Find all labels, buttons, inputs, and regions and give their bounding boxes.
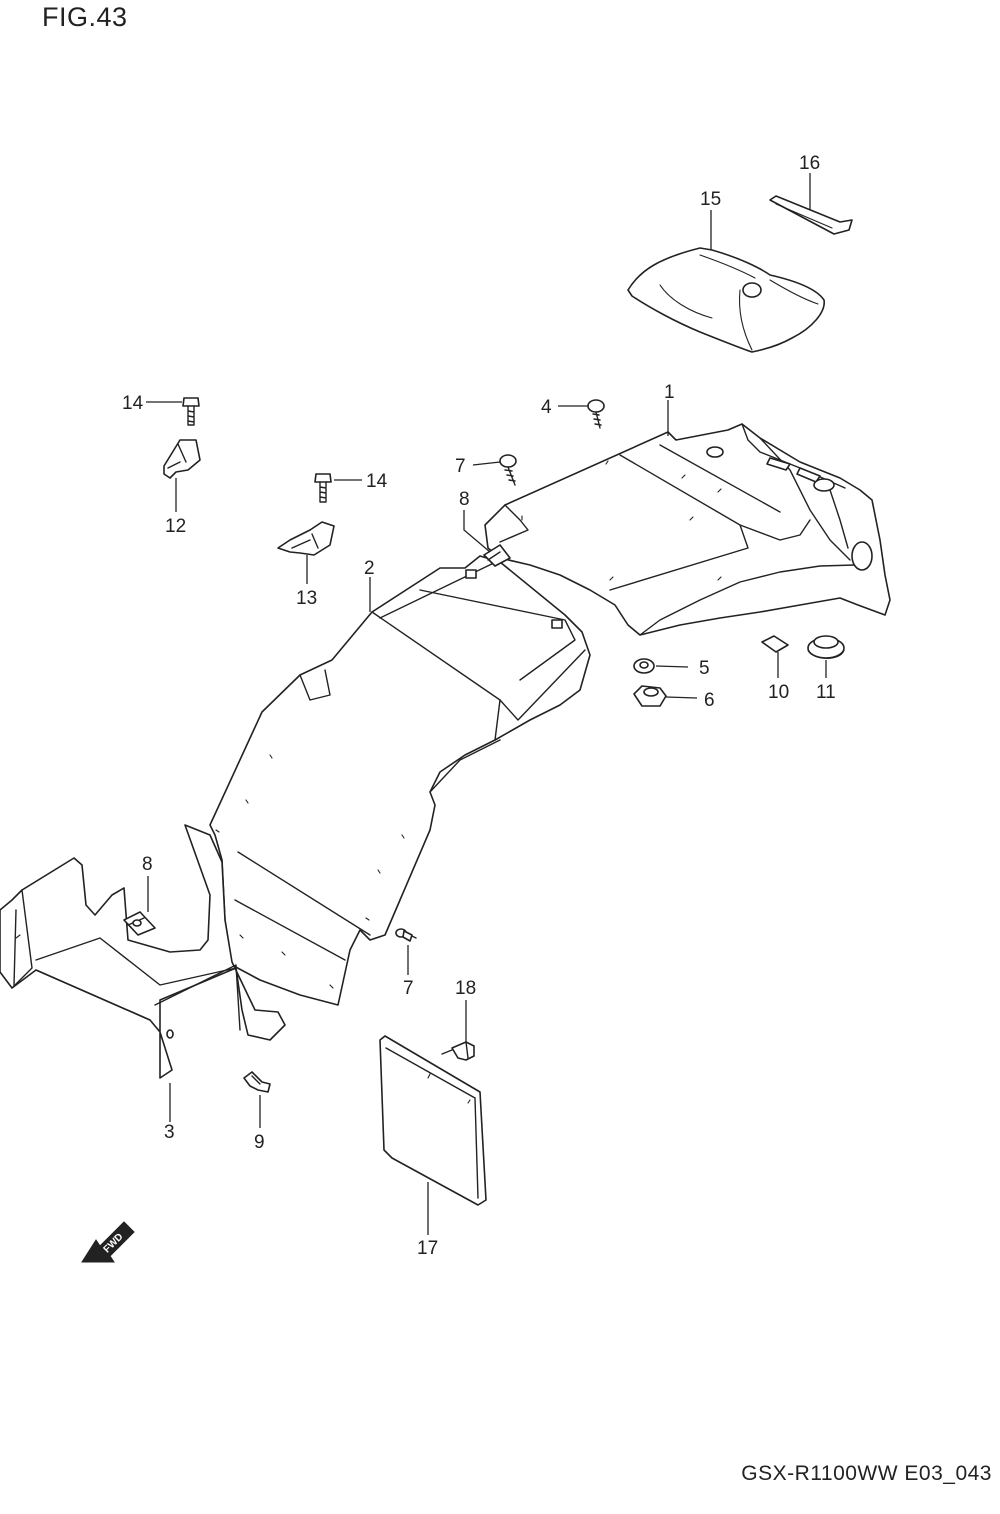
- part-9-bolt[interactable]: [243, 1071, 271, 1093]
- forward-direction-arrow-icon: FWD: [81, 1221, 135, 1263]
- callout-8-upper[interactable]: 8: [459, 489, 470, 510]
- callout-17[interactable]: 17: [417, 1238, 438, 1259]
- part-1-rear-fender[interactable]: [484, 423, 891, 636]
- part-7-screw-upper[interactable]: [499, 454, 517, 486]
- callout-2[interactable]: 2: [364, 558, 375, 579]
- callout-7-lower[interactable]: 7: [403, 978, 414, 999]
- part-16-wrench[interactable]: [769, 195, 853, 235]
- callout-10[interactable]: 10: [768, 682, 789, 703]
- part-5-washer[interactable]: [633, 658, 655, 674]
- part-17-mud-flap[interactable]: [379, 1035, 487, 1206]
- part-18-bolt[interactable]: [441, 1041, 475, 1061]
- callout-9[interactable]: 9: [254, 1132, 265, 1153]
- callout-11[interactable]: 11: [816, 682, 836, 703]
- part-12-bracket[interactable]: [163, 439, 201, 479]
- part-11-grommet[interactable]: [807, 635, 845, 659]
- callout-3[interactable]: 3: [164, 1122, 175, 1143]
- callout-6[interactable]: 6: [704, 690, 715, 711]
- part-14-bolt-upper[interactable]: [182, 397, 200, 426]
- leader-lines: [146, 173, 827, 1235]
- part-6-nut[interactable]: [633, 685, 667, 707]
- callout-15[interactable]: 15: [700, 189, 721, 210]
- part-2-inner-fender[interactable]: [209, 555, 591, 1006]
- callout-1[interactable]: 1: [664, 382, 675, 403]
- part-14-bolt-lower[interactable]: [314, 473, 332, 503]
- callout-4[interactable]: 4: [541, 397, 552, 418]
- part-13-bracket[interactable]: [277, 521, 335, 556]
- part-3-lower-bracket[interactable]: [0, 824, 286, 1079]
- part-4-screw[interactable]: [587, 399, 605, 429]
- model-code: GSX-R1100WW E03_043: [741, 1462, 992, 1485]
- figure-title: FIG.43: [42, 2, 128, 32]
- callout-8-lower[interactable]: 8: [142, 854, 153, 875]
- callout-16[interactable]: 16: [799, 153, 820, 174]
- callout-12[interactable]: 12: [165, 516, 186, 537]
- callout-7-upper[interactable]: 7: [455, 456, 466, 477]
- callout-labels: 1 2 3 4 5 6 7 7 8 8 9 10 11 12 13 14 14 …: [122, 153, 836, 1259]
- part-7-screw-lower[interactable]: [395, 928, 417, 942]
- callout-14-lower[interactable]: 14: [366, 471, 388, 492]
- part-8-clip-lower[interactable]: [123, 911, 156, 936]
- callout-5[interactable]: 5: [699, 658, 710, 679]
- callout-14-upper[interactable]: 14: [122, 393, 144, 414]
- callout-18[interactable]: 18: [455, 978, 476, 999]
- part-15-tool-bag[interactable]: [627, 247, 825, 353]
- part-10-cushion-pad[interactable]: [761, 635, 789, 653]
- callout-13[interactable]: 13: [296, 588, 317, 609]
- part-8-clip-upper[interactable]: [483, 544, 511, 567]
